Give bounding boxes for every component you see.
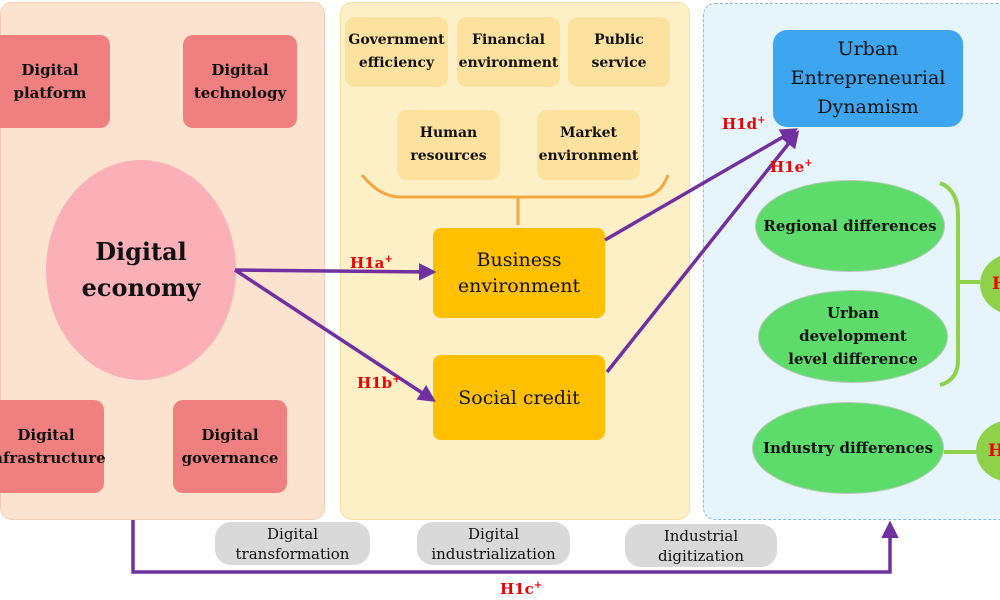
human-resources-box: Human resources xyxy=(397,110,500,180)
h1e-label: H1e+ xyxy=(770,158,813,176)
h1a-label: H1a+ xyxy=(350,254,393,272)
h1b-label: H1b+ xyxy=(357,374,401,392)
h1d-label: H1d+ xyxy=(722,115,766,133)
arrow-h1b xyxy=(234,268,436,402)
industry-differences-node: Industry differences xyxy=(752,402,944,494)
arrow-h1a xyxy=(234,263,437,281)
heterogeneity-bracket xyxy=(939,181,980,387)
factor-bracket xyxy=(360,174,670,225)
digital-technology-box: Digital technology xyxy=(183,35,297,128)
urban-development-node: Urban development level difference xyxy=(758,290,948,383)
arrow-h1c xyxy=(131,520,899,574)
public-service-box: Public service xyxy=(568,17,670,87)
urban-entrepreneurial-dynamism-box: Urban Entrepreneurial Dynamism xyxy=(773,30,963,127)
digital-industrialization-pill: Digital industrialization xyxy=(417,522,570,565)
digital-infrastructure-box: Digital infrastructure xyxy=(0,400,106,493)
arrow-h1e xyxy=(605,130,800,374)
industrial-digitization-pill: Industrial digitization xyxy=(625,524,777,567)
social-credit-box: Social credit xyxy=(433,355,605,440)
digital-transformation-pill: Digital transformation xyxy=(215,522,370,565)
digital-governance-box: Digital governance xyxy=(173,400,287,493)
digital-platform-box: Digital platform xyxy=(0,35,110,128)
moderator-circle-1: H xyxy=(980,253,1000,315)
h1c-label: H1c+ xyxy=(500,580,543,598)
digital-economy-node: Digital economy xyxy=(46,160,236,380)
regional-differences-node: Regional differences xyxy=(755,180,945,272)
business-environment-box: Business environment xyxy=(433,228,605,318)
market-environment-box: Market environment xyxy=(537,110,640,180)
arrow-h1d xyxy=(604,128,799,242)
financial-environment-box: Financial environment xyxy=(457,17,560,87)
government-efficiency-box: Government efficiency xyxy=(345,17,448,87)
